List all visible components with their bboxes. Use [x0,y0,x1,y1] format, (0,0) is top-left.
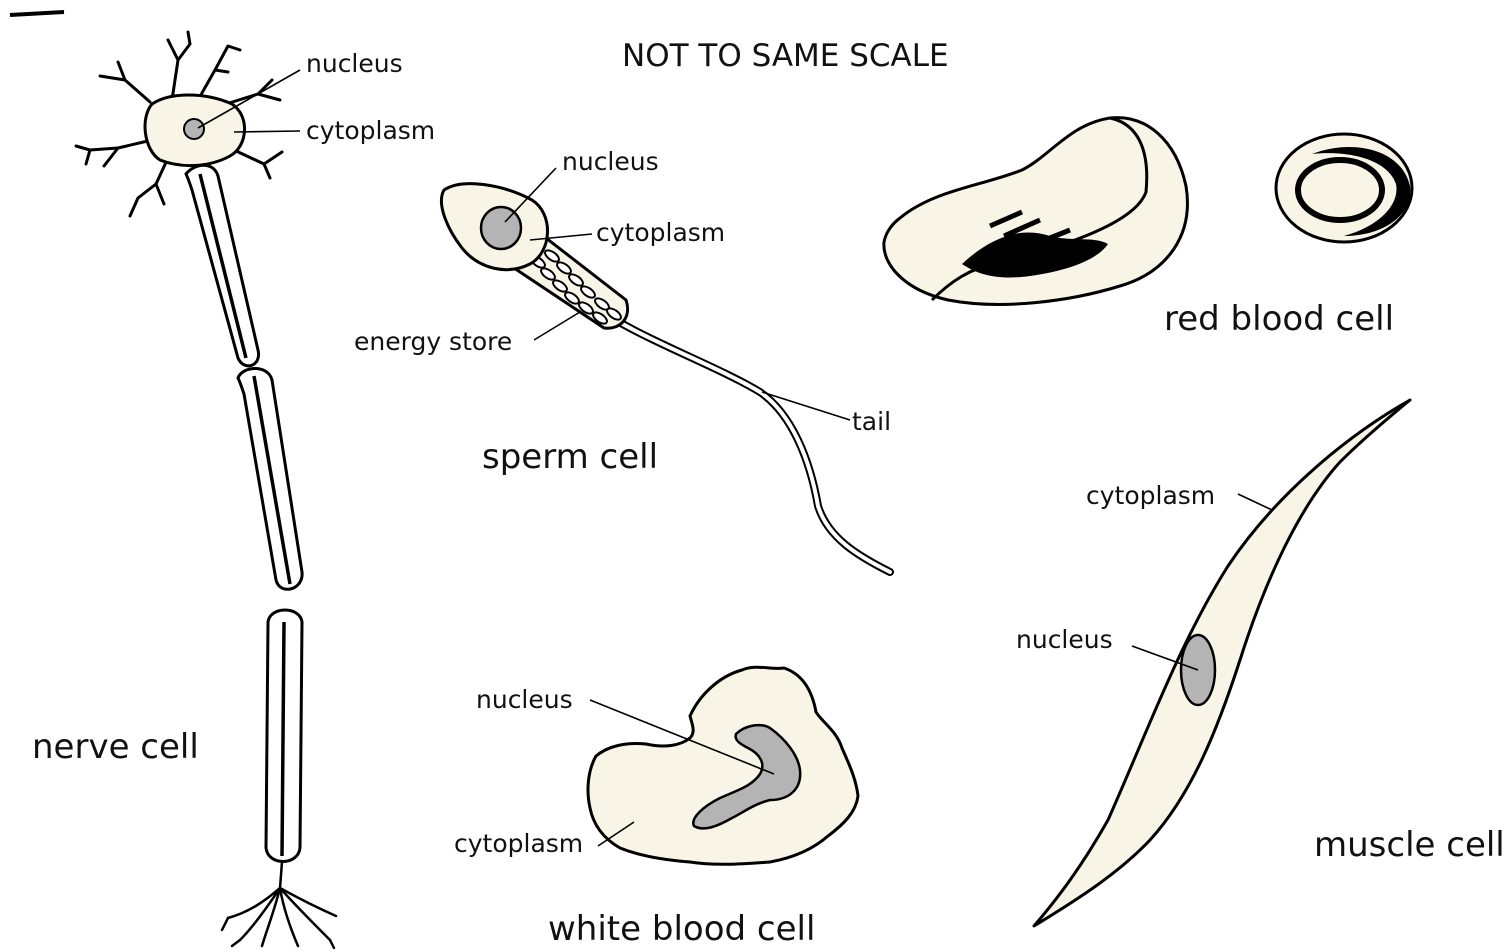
nerve-axon [186,165,302,861]
muscle-nucleus-label: nucleus [1016,625,1113,654]
nerve-nucleus-label: nucleus [306,49,403,78]
nerve-cytoplasm-label: cytoplasm [306,116,435,145]
nerve-axon-terminals [222,862,336,948]
white-blood-cell-title: white blood cell [548,909,815,949]
sperm-tail-label: tail [852,407,891,436]
nerve-cell-drawing [76,32,336,948]
sperm-cytoplasm-label: cytoplasm [596,218,725,247]
red-blood-cell-title: red blood cell [1164,299,1394,339]
sperm-cell-title: sperm cell [482,437,658,477]
nerve-cell-title: nerve cell [32,727,199,767]
sperm-energy-store-label: energy store [354,327,512,356]
red-blood-cell-drawing [884,118,1412,305]
nerve-nucleus [184,119,204,139]
corner-mark [10,12,64,15]
white-blood-cell-body [588,667,858,864]
scale-note-heading: NOT TO SAME SCALE [622,38,949,74]
muscle-cytoplasm-label: cytoplasm [1086,481,1215,510]
white-blood-nucleus-label: nucleus [476,685,573,714]
white-blood-cell-drawing [588,667,858,864]
sperm-nucleus [481,207,521,249]
white-blood-cytoplasm-label: cytoplasm [454,829,583,858]
muscle-cell-title: muscle cell [1314,825,1505,865]
sperm-nucleus-label: nucleus [562,147,659,176]
